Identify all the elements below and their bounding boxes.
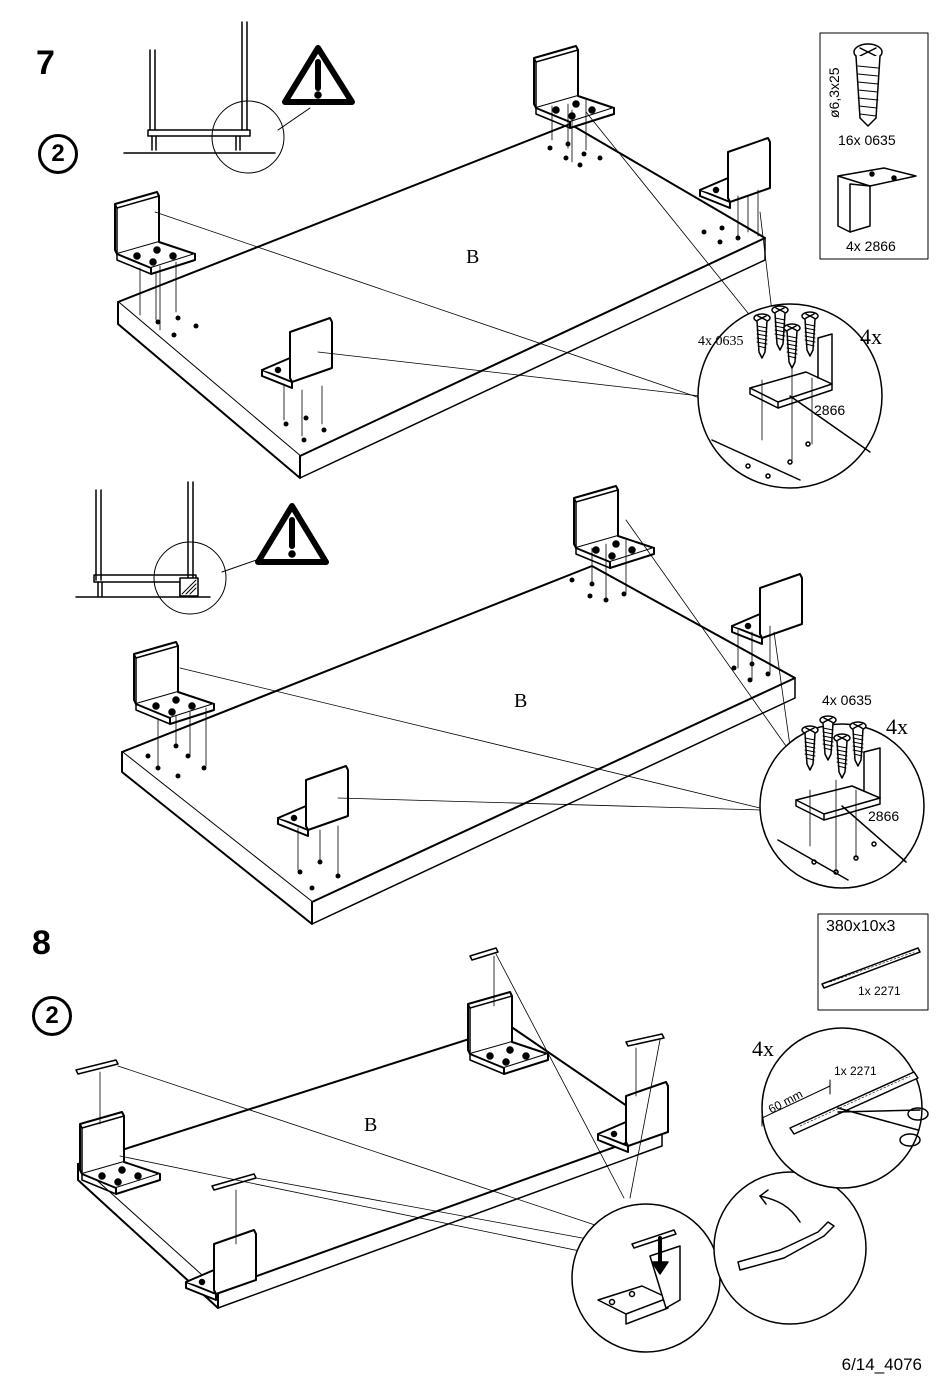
screw-spec: ø6,3x25 [826,67,842,118]
scissors-icon [837,1107,929,1147]
strip-dimensions: 380x10x3 [826,918,896,935]
step7b-cross-section [75,481,269,615]
step7b-holes [145,577,771,891]
step7b-screw-lines [157,539,771,877]
step7b-detail-circle [759,715,925,889]
step7-holes [155,141,741,443]
step-7-persons-badge: 2 [38,134,78,174]
bracket-quantity: 4x 2866 [846,238,896,254]
panel-b-label-2: B [514,690,528,712]
detail-top-times: 4x [860,324,882,349]
detail-bottom-strip: 1x 2271 [834,1064,877,1078]
detail-middle-times: 4x [886,714,908,739]
step-8-number: 8 [32,924,51,962]
step7-screw-lines [139,99,759,437]
detail-middle-screws: 4x 0635 [822,692,872,708]
detail-bottom-times: 4x [752,1036,774,1061]
step-8-persons-badge: 2 [32,996,72,1036]
warning-triangle-icon [282,45,355,105]
step8-detail-circle-1 [571,1203,721,1353]
strip-box [817,913,929,1011]
step7b-leader-lines [179,519,791,811]
step8-detail-circle-2 [713,1171,867,1325]
strip-quantity: 1x 2271 [858,984,901,998]
screw-quantity: 16x 0635 [838,132,896,148]
parts-box [819,32,929,260]
panel-b-label-1: B [466,246,480,268]
page-footer: 6/14_4076 [841,1355,922,1374]
detail-top-screws: 4x 0635 [698,334,744,349]
step7-cross-section [123,21,311,174]
step7-leader-lines [154,111,773,399]
step7-detail-circle [697,303,883,489]
step7-panel [117,123,766,479]
step8-leader-lines [99,953,661,1257]
panel-b-label-3: B [364,1114,378,1136]
step-7-number: 7 [36,44,55,82]
detail-middle-bracket: 2866 [868,808,900,824]
warning-triangle-icon-2 [255,503,329,565]
step7b-panel [121,565,796,925]
step8-detail-circle-3 [761,1027,929,1189]
detail-top-bracket: 2866 [814,402,846,418]
